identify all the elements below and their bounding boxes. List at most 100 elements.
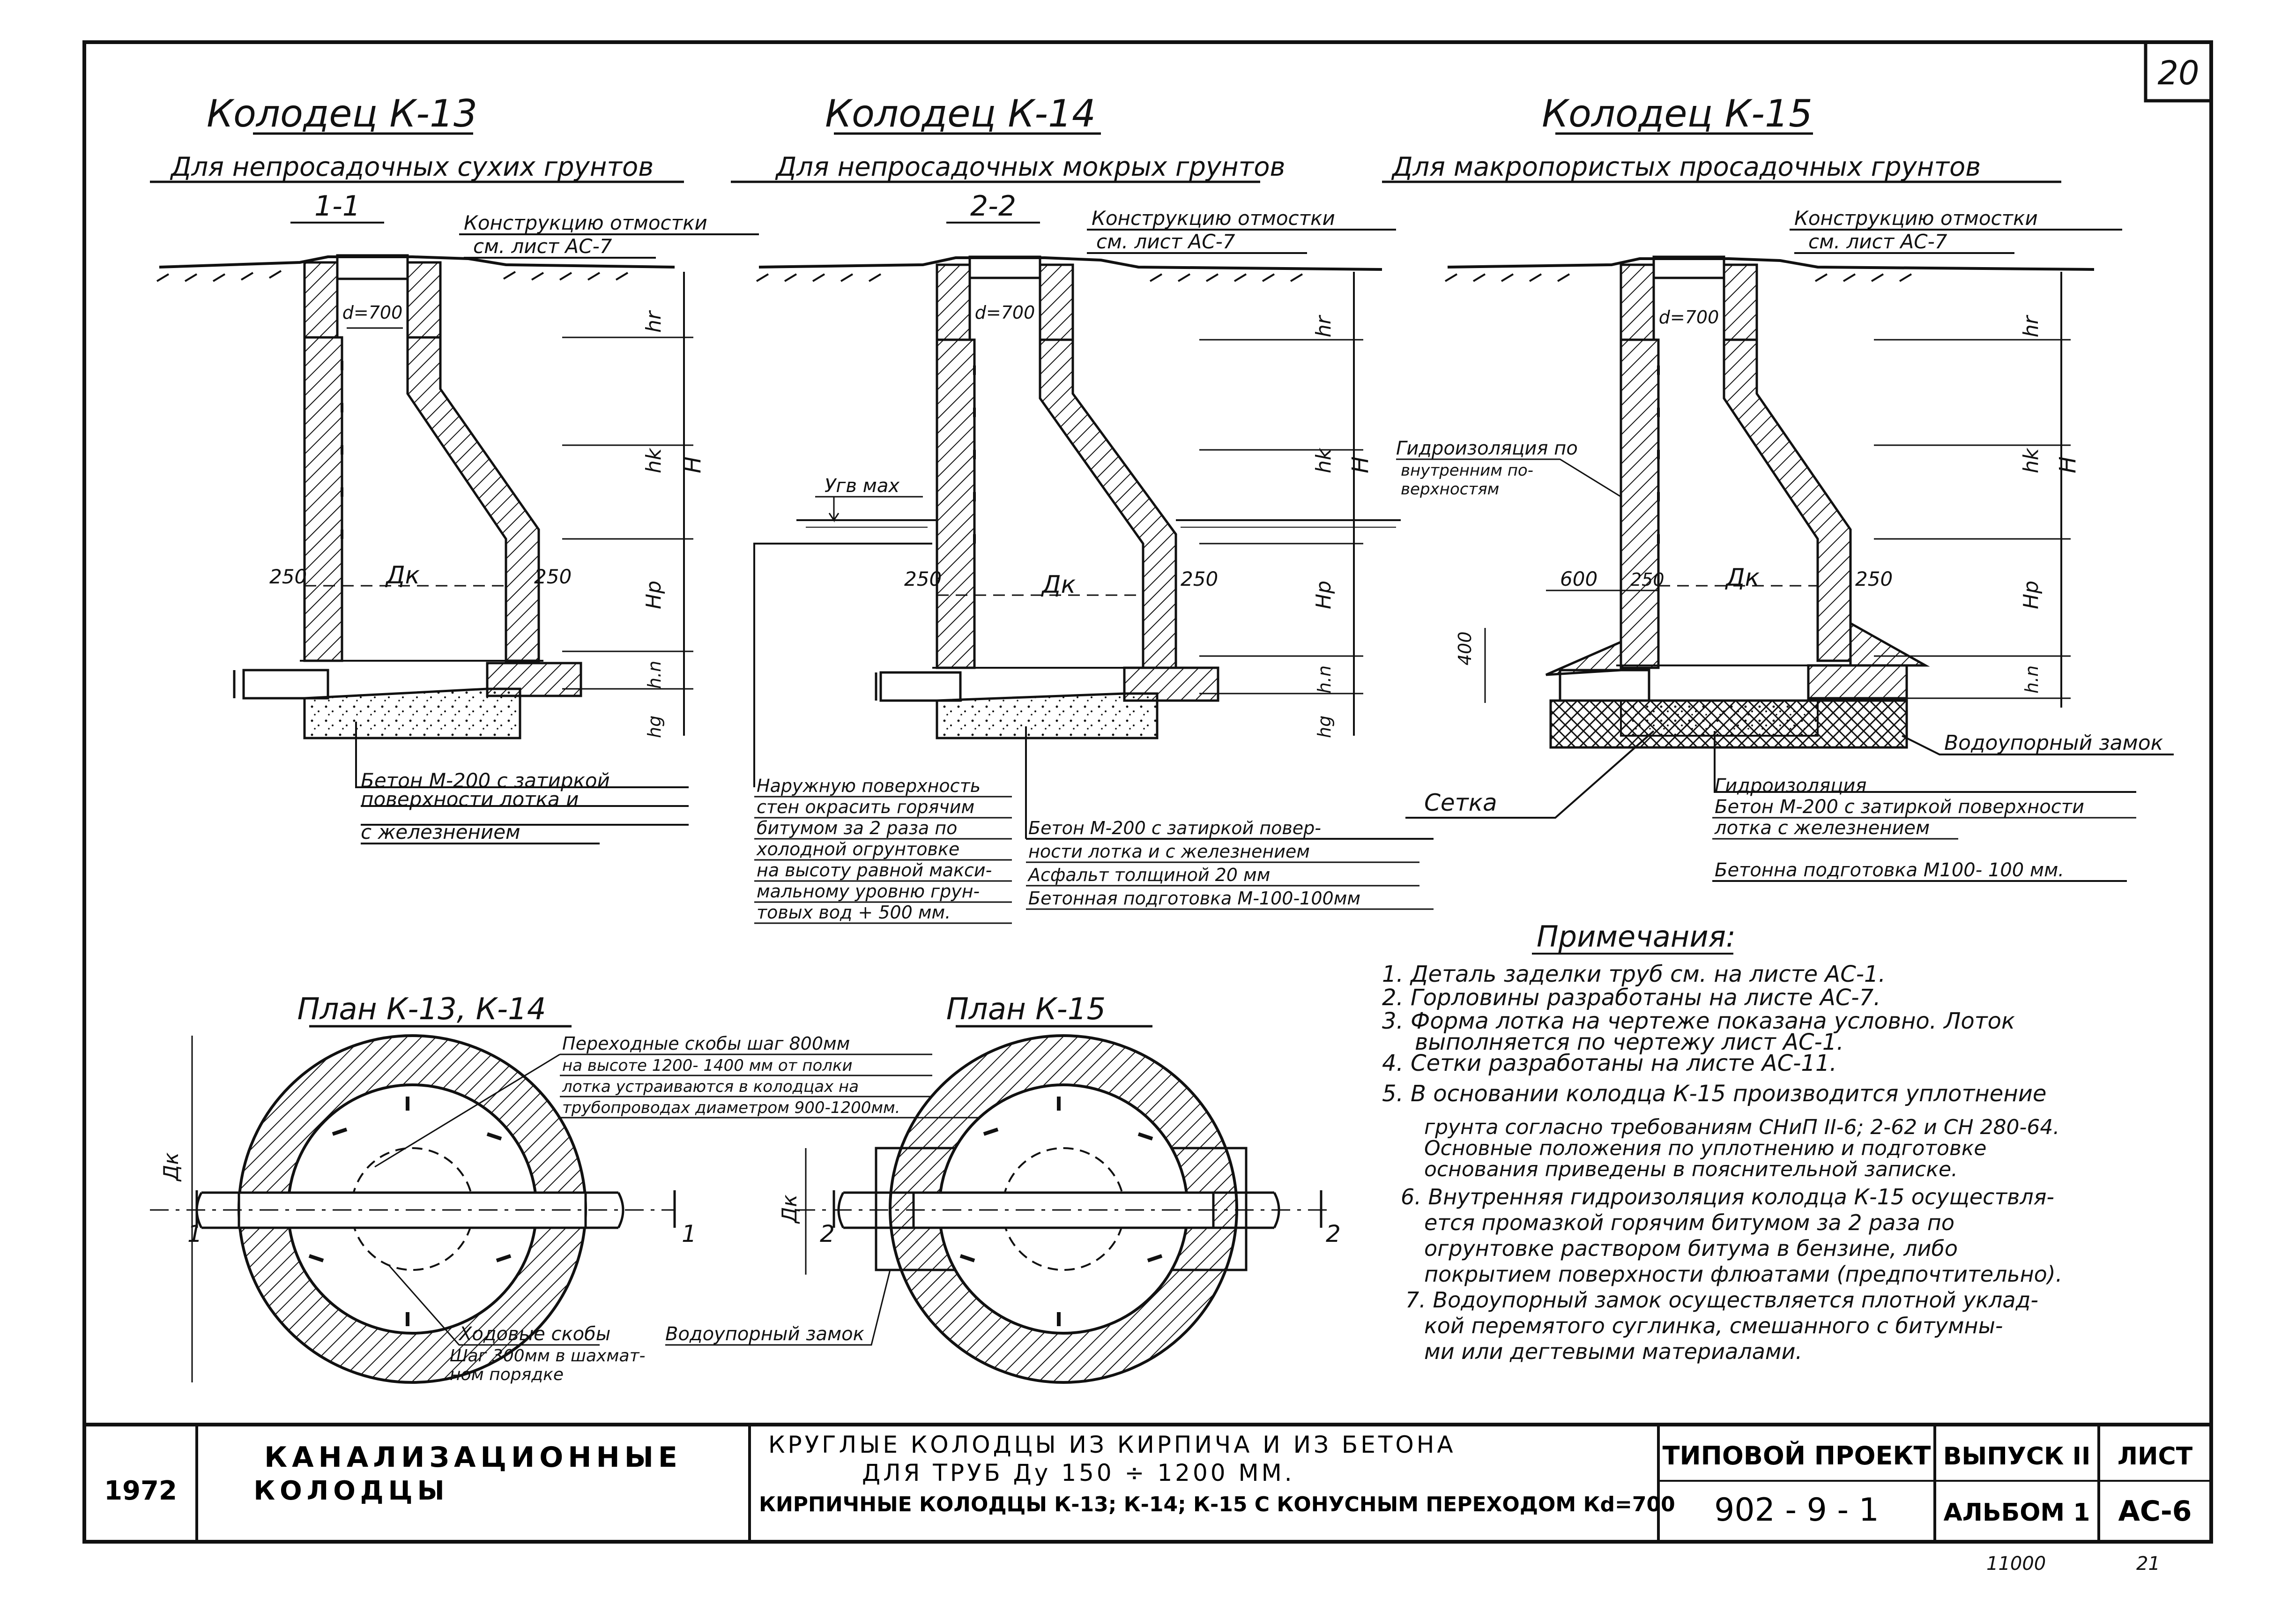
- svg-text:4. Сетки разработаны на листе: 4. Сетки разработаны на листе АС-11.: [1382, 1050, 1837, 1076]
- notes-title: Примечания:: [1537, 919, 1736, 954]
- svg-text:Конструкцию отмостки: Конструкцию отмостки: [1794, 207, 2038, 230]
- plan-k13-k14: План К-13, К-14 Дк 1 1 Переходные скобы …: [150, 992, 979, 1384]
- notes: Примечания: 1. Деталь заделки труб см. н…: [1382, 919, 2062, 1364]
- svg-text:h.n: h.n: [2021, 665, 2042, 694]
- plan-k15: План К-15 Дк 2 2 Водоупорный замок: [665, 992, 1341, 1384]
- svg-text:ется промазкой горячим битумом: ется промазкой горячим битумом за 2 раза…: [1424, 1210, 1954, 1235]
- svg-text:Переходные скобы шаг 800мм: Переходные скобы шаг 800мм: [562, 1033, 850, 1054]
- svg-text:с железнением: с железнением: [361, 821, 520, 844]
- ladder-note: Переходные скобы шаг 800мм на высоте 120…: [374, 1033, 979, 1168]
- svg-text:Гидроизоляция: Гидроизоляция: [1715, 775, 1866, 797]
- svg-text:hr: hr: [1312, 314, 1336, 337]
- svg-text:битумом за 2 раза по: битумом за 2 раза по: [757, 818, 957, 838]
- svg-text:План К-13, К-14: План К-13, К-14: [297, 992, 546, 1027]
- svg-text:огрунтовке раствором битума в: огрунтовке раствором битума в бензине, л…: [1424, 1236, 1958, 1261]
- svg-text:АС-6: АС-6: [2118, 1495, 2192, 1528]
- svg-text:Hp: Hp: [642, 581, 666, 609]
- svg-text:11000: 11000: [1986, 1553, 2046, 1575]
- svg-text:Водоупорный замок: Водоупорный замок: [1944, 731, 2163, 755]
- svg-text:902 - 9 - 1: 902 - 9 - 1: [1714, 1492, 1879, 1529]
- svg-text:250: 250: [269, 565, 307, 588]
- k13-ground-note-2: см. лист АС-7: [473, 235, 612, 258]
- svg-text:ном порядке: ном порядке: [450, 1365, 564, 1384]
- svg-text:ВЫПУСК II: ВЫПУСК II: [1943, 1442, 2091, 1471]
- svg-text:выполняется по чертежу лист АС: выполняется по чертежу лист АС-1.: [1415, 1029, 1844, 1055]
- svg-text:Основные положения по уплотнен: Основные положения по уплотнению и подго…: [1424, 1136, 1987, 1160]
- svg-text:на высоте 1200- 1400 мм от пол: на высоте 1200- 1400 мм от полки: [562, 1056, 853, 1075]
- svg-text:hk: hk: [2019, 448, 2043, 473]
- k14-outer-note: Наружную поверхность стен окрасить горяч…: [754, 776, 1012, 924]
- well-k15: Колодец К-15 Для макропористых просадочн…: [1382, 92, 2174, 882]
- well-k14-subtitle: Для непросадочных мокрых грунтов: [774, 152, 1285, 182]
- well-k15-subtitle: Для макропористых просадочных грунтов: [1391, 152, 1981, 182]
- svg-text:hr: hr: [2019, 314, 2043, 337]
- svg-text:верхностям: верхностям: [1401, 480, 1499, 499]
- svg-text:ЛИСТ: ЛИСТ: [2118, 1442, 2193, 1471]
- svg-text:1: 1: [187, 1220, 202, 1247]
- svg-text:H: H: [2055, 456, 2081, 473]
- svg-text:см. лист АС-7: см. лист АС-7: [1808, 230, 1947, 253]
- section-2-2: 2-2: [970, 190, 1016, 223]
- svg-text:hk: hk: [1312, 448, 1336, 473]
- svg-text:КАНАЛИЗАЦИОННЫЕ: КАНАЛИЗАЦИОННЫЕ: [264, 1441, 682, 1474]
- well-k13-subtitle: Для непросадочных сухих грунтов: [170, 152, 654, 182]
- svg-text:мальному уровню грун-: мальному уровню грун-: [757, 881, 980, 902]
- sheet-number-box: [2144, 40, 2213, 103]
- svg-text:Водоупорный замок: Водоупорный замок: [665, 1323, 864, 1345]
- svg-text:стен окрасить горячим: стен окрасить горячим: [757, 797, 974, 817]
- k14-concrete-note: Бетон М-200 с затиркой повер- ности лотк…: [1026, 818, 1434, 910]
- svg-text:Дк: Дк: [778, 1194, 802, 1224]
- sheet-number: 20: [2157, 54, 2199, 92]
- svg-text:АЛЬБОМ 1: АЛЬБОМ 1: [1944, 1499, 2090, 1527]
- svg-text:на высоту равной макси-: на высоту равной макси-: [757, 860, 992, 881]
- svg-text:План К-15: План К-15: [946, 992, 1106, 1027]
- svg-text:250: 250: [1855, 567, 1893, 590]
- svg-text:основания приведены в поясните: основания приведены в пояснительной запи…: [1424, 1157, 1958, 1181]
- svg-text:Бетон М-200 с затиркой: Бетон М-200 с затиркой: [361, 769, 610, 792]
- svg-text:600: 600: [1560, 567, 1598, 590]
- svg-text:лотка с железнением: лотка с железнением: [1714, 817, 1930, 839]
- svg-text:КРУГЛЫЕ КОЛОДЦЫ ИЗ КИРПИЧА И И: КРУГЛЫЕ КОЛОДЦЫ ИЗ КИРПИЧА И ИЗ БЕТОНА: [768, 1431, 1456, 1458]
- svg-text:кой перемятого суглинка, смеша: кой перемятого суглинка, смешанного с би…: [1424, 1313, 2003, 1338]
- svg-text:Ходовые скобы: Ходовые скобы: [458, 1323, 610, 1345]
- well-k14-title: Колодец К-14: [825, 92, 1096, 135]
- svg-text:ми или дегтевыми материалами.: ми или дегтевыми материалами.: [1424, 1339, 1802, 1364]
- svg-text:Сетка: Сетка: [1424, 789, 1497, 816]
- svg-text:Наружную поверхность: Наружную поверхность: [757, 776, 981, 796]
- svg-text:КОЛОДЦЫ: КОЛОДЦЫ: [253, 1476, 449, 1506]
- svg-text:250: 250: [534, 565, 572, 588]
- svg-text:холодной огрунтовке: холодной огрунтовке: [756, 839, 959, 859]
- svg-text:hr: hr: [642, 310, 666, 333]
- svg-text:трубопроводах диаметром 900-12: трубопроводах диаметром 900-1200мм.: [562, 1098, 900, 1117]
- svg-text:H: H: [1347, 456, 1374, 473]
- svg-text:250: 250: [1630, 569, 1664, 590]
- svg-text:d=700: d=700: [1659, 307, 1719, 328]
- svg-text:hg: hg: [644, 716, 665, 738]
- title-block: 1972 КАНАЛИЗАЦИОННЫЕ КОЛОДЦЫ КРУГЛЫЕ КОЛ…: [84, 1423, 2211, 1575]
- svg-text:внутренним по-: внутренним по-: [1401, 461, 1533, 480]
- svg-text:400: 400: [1455, 631, 1475, 665]
- svg-text:Угв мах: Угв мах: [825, 475, 899, 497]
- svg-text:Конструкцию отмостки: Конструкцию отмостки: [1092, 207, 1335, 230]
- k13-ground-note-1: Конструкцию отмостки: [464, 211, 707, 234]
- svg-text:Шаг 300мм в шахмат-: Шаг 300мм в шахмат-: [450, 1346, 646, 1366]
- svg-text:1. Деталь заделки труб см. на: 1. Деталь заделки труб см. на листе АС-1…: [1382, 961, 1886, 987]
- svg-text:h.n: h.n: [644, 661, 665, 689]
- svg-text:Hp: Hp: [1312, 581, 1336, 609]
- section-1-1: 1-1: [314, 190, 360, 223]
- well-k15-title: Колодец К-15: [1542, 92, 1813, 135]
- sheet-frame: [82, 40, 2213, 1544]
- svg-text:Бетон М-200 с затиркой повер-: Бетон М-200 с затиркой повер-: [1028, 818, 1321, 838]
- svg-text:товых вод + 500 мм.: товых вод + 500 мм.: [757, 902, 951, 923]
- svg-text:Бетон М-200 с затиркой поверхн: Бетон М-200 с затиркой поверхности: [1715, 796, 2084, 818]
- svg-text:1: 1: [682, 1220, 697, 1247]
- svg-text:21: 21: [2136, 1553, 2160, 1575]
- svg-text:d=700: d=700: [975, 302, 1035, 323]
- svg-text:7. Водоупорный замок осуществл: 7. Водоупорный замок осуществляется плот…: [1405, 1287, 2038, 1313]
- svg-text:ности лотка и с железнением: ности лотка и с железнением: [1028, 841, 1310, 862]
- svg-text:hg: hg: [1314, 716, 1335, 738]
- svg-text:грунта согласно требованиям СН: грунта согласно требованиям СНиП II-6; 2…: [1424, 1115, 2059, 1139]
- svg-text:Дк: Дк: [385, 561, 420, 590]
